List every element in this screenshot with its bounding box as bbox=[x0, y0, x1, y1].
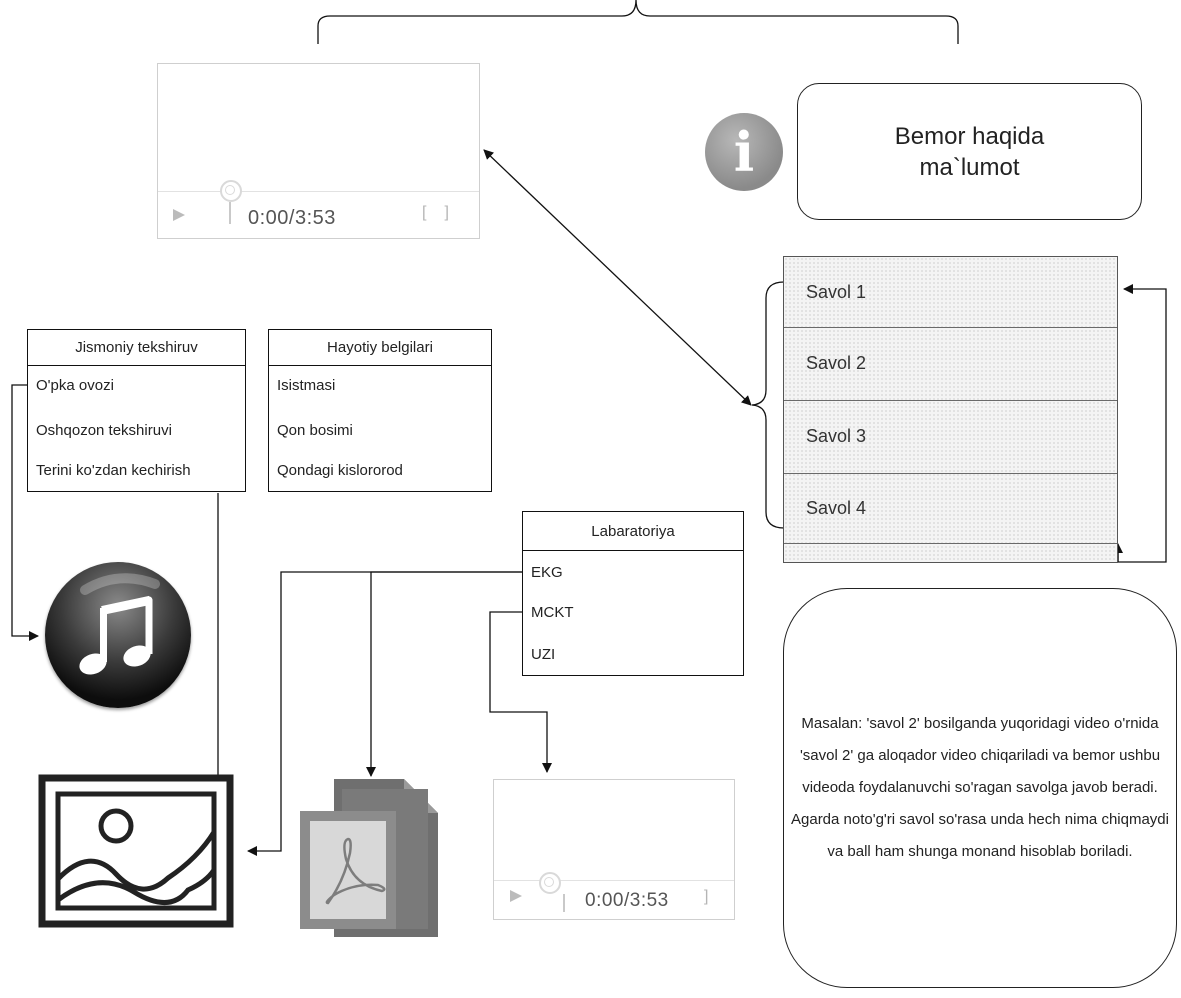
description-text: Masalan: 'savol 2' bosilganda yuqoridagi… bbox=[791, 715, 1169, 860]
video-time: 0:00/3:53 bbox=[248, 207, 336, 229]
seek-handle[interactable] bbox=[539, 872, 561, 894]
physical-exam-title: Jismoniy tekshiruv bbox=[28, 330, 245, 366]
question-item-3[interactable]: Savol 3 bbox=[784, 400, 1117, 474]
laboratory-item[interactable]: EKG bbox=[531, 564, 563, 581]
music-note-icon bbox=[79, 573, 160, 675]
volume-icon[interactable] bbox=[563, 894, 565, 912]
question-list: Savol 1 Savol 2 Savol 3 Savol 4 bbox=[783, 256, 1118, 563]
info-card-line1: Bemor haqida bbox=[894, 122, 1045, 150]
video-question-link bbox=[483, 149, 752, 406]
info-icon[interactable]: i bbox=[705, 113, 783, 191]
vital-signs-item[interactable]: Qon bosimi bbox=[277, 422, 353, 439]
info-card-line2: ma`lumot bbox=[919, 153, 1020, 181]
landscape-picture-icon bbox=[38, 774, 234, 928]
laboratory-title: Labaratoriya bbox=[523, 512, 743, 551]
image-icon[interactable] bbox=[38, 774, 234, 928]
question-item-2[interactable]: Savol 2 bbox=[784, 327, 1117, 401]
fullscreen-icon[interactable]: ] bbox=[704, 888, 709, 905]
feedback-loop bbox=[1117, 284, 1167, 563]
mckt-to-video bbox=[489, 611, 552, 773]
video-time: 0:00/3:53 bbox=[585, 890, 669, 911]
questions-brace bbox=[751, 281, 785, 529]
physical-exam-item[interactable]: Terini ko'zdan kechirish bbox=[36, 462, 191, 479]
physical-exam-item[interactable]: O'pka ovozi bbox=[36, 377, 114, 394]
question-item-1[interactable]: Savol 1 bbox=[784, 257, 1117, 328]
pdf-document-icon bbox=[300, 779, 438, 937]
progress-bar[interactable] bbox=[158, 191, 479, 192]
question-label: Savol 3 bbox=[806, 426, 867, 446]
info-icon-glyph: i bbox=[733, 120, 755, 184]
question-label: Savol 4 bbox=[806, 497, 867, 518]
video-player-bottom[interactable]: 0:00/3:53 ] bbox=[493, 779, 735, 920]
lung-to-music bbox=[11, 384, 39, 641]
description-note: Masalan: 'savol 2' bosilganda yuqoridagi… bbox=[783, 588, 1177, 988]
laboratory-panel: Labaratoriya EKG MCKT UZI bbox=[522, 511, 744, 676]
question-label: Savol 1 bbox=[806, 281, 867, 302]
physical-exam-item[interactable]: Oshqozon tekshiruvi bbox=[36, 422, 172, 439]
seek-handle[interactable] bbox=[220, 180, 242, 202]
question-item-4[interactable]: Savol 4 bbox=[784, 473, 1117, 544]
progress-bar[interactable] bbox=[494, 880, 734, 881]
top-brace bbox=[317, 0, 959, 44]
vital-signs-panel: Hayotiy belgilari Isistmasi Qon bosimi Q… bbox=[268, 329, 492, 492]
video-player-top[interactable]: 0:00/3:53 [] bbox=[157, 63, 480, 239]
fullscreen-icon[interactable]: [] bbox=[422, 204, 467, 221]
play-icon[interactable] bbox=[510, 890, 522, 902]
laboratory-item[interactable]: MCKT bbox=[531, 604, 574, 621]
laboratory-item[interactable]: UZI bbox=[531, 646, 556, 663]
play-icon[interactable] bbox=[173, 209, 185, 221]
physical-exam-panel: Jismoniy tekshiruv O'pka ovozi Oshqozon … bbox=[27, 329, 246, 492]
vital-signs-item[interactable]: Isistmasi bbox=[277, 377, 336, 394]
volume-icon[interactable] bbox=[229, 202, 231, 224]
vital-signs-item[interactable]: Qondagi kislororod bbox=[277, 462, 403, 479]
question-label: Savol 2 bbox=[806, 353, 867, 373]
music-icon[interactable] bbox=[45, 562, 191, 708]
pdf-icon[interactable] bbox=[298, 773, 443, 943]
vital-signs-title: Hayotiy belgilari bbox=[269, 330, 491, 366]
ekg-to-pdf bbox=[366, 571, 522, 777]
patient-info-card[interactable]: Bemor haqida ma`lumot bbox=[797, 83, 1142, 220]
